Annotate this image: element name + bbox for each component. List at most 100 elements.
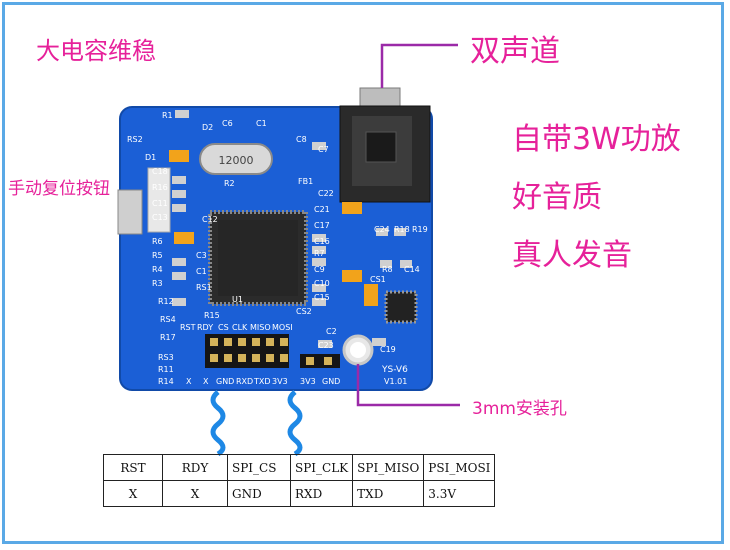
component-label: RS4 — [160, 315, 176, 324]
board-version: V1.01 — [384, 377, 407, 386]
component-label: C3 — [196, 251, 207, 260]
capacitor-orange — [174, 232, 194, 244]
component-label: R8 — [382, 265, 393, 274]
table-row: RST RDY SPI_CS SPI_CLK SPI_MISO PSI_MOSI — [103, 454, 496, 481]
amp-chip — [384, 290, 418, 324]
component-label: CS1 — [370, 275, 386, 284]
pin-label: X — [186, 377, 192, 386]
component-label: C2 — [326, 327, 337, 336]
pinout-table: RST RDY SPI_CS SPI_CLK SPI_MISO PSI_MOSI… — [103, 454, 496, 507]
power-pin-label: 3V3 — [300, 377, 316, 386]
pin-label: RDY — [197, 323, 213, 332]
capacitor-label: 大电容维稳 — [36, 37, 156, 65]
amp-label: 自带3W功放 — [512, 122, 681, 157]
component-label: C18 — [152, 167, 168, 176]
component-label: C19 — [380, 345, 396, 354]
table-cell: X — [103, 480, 163, 507]
table-cell: RST — [103, 454, 163, 481]
table-cell: RDY — [162, 454, 228, 481]
component-label: RS3 — [158, 353, 174, 362]
component-label: R4 — [152, 265, 163, 274]
component-label: C10 — [314, 279, 330, 288]
component-label: C24 — [374, 225, 390, 234]
component-label: R15 — [204, 311, 220, 320]
component-label: C14 — [404, 265, 420, 274]
wire-right — [287, 390, 303, 457]
pin-label: MOSI — [272, 323, 293, 332]
component-label: R3 — [152, 279, 163, 288]
component-label: C13 — [152, 213, 168, 222]
voice-label: 真人发音 — [512, 238, 632, 273]
component-label: R17 — [160, 333, 176, 342]
pin-label: CS — [218, 323, 229, 332]
table-row: X X GND RXD TXD 3.3V — [103, 480, 496, 507]
reset-button-part — [117, 167, 171, 235]
component-label: C9 — [314, 265, 325, 274]
component-label: CS2 — [296, 307, 312, 316]
component-label: C1 — [256, 119, 267, 128]
component-label: C12 — [202, 215, 218, 224]
component-label: C16 — [314, 237, 330, 246]
callout-line-stereo — [380, 43, 458, 88]
component-label: R7 — [314, 249, 325, 258]
smd-resistors — [172, 110, 412, 348]
component-label: R2 — [224, 179, 235, 188]
component-label: R12 — [158, 297, 174, 306]
component-label: D2 — [202, 123, 213, 132]
hole-label: 3mm安装孔 — [472, 399, 567, 419]
pin-label: X — [203, 377, 209, 386]
component-label: C22 — [318, 189, 334, 198]
component-label: C7 — [318, 145, 329, 154]
crystal-oscillator: 12000 — [199, 143, 273, 175]
wire-left — [210, 390, 226, 457]
component-label: RS1 — [196, 283, 212, 292]
table-cell: X — [162, 480, 228, 507]
table-cell: GND — [227, 480, 291, 507]
audio-jack-icon — [339, 87, 431, 203]
component-label: R5 — [152, 251, 163, 260]
border-frame — [2, 2, 724, 544]
component-label: R14 — [158, 377, 174, 386]
pin-label: MISO — [250, 323, 271, 332]
component-label: C23 — [318, 341, 334, 350]
component-label: R16 — [152, 183, 168, 192]
pin-label: 3V3 — [272, 377, 288, 386]
pin-label: RXD — [236, 377, 253, 386]
pin-label: GND — [216, 377, 234, 386]
table-cell: SPI_MISO — [352, 454, 425, 481]
callout-line-hole — [356, 364, 460, 407]
component-label: C17 — [314, 221, 330, 230]
pin-label: CLK — [232, 323, 248, 332]
component-label: U1 — [232, 295, 243, 304]
component-label: R18 — [394, 225, 410, 234]
pin-label: TXD — [253, 377, 271, 386]
component-label: D1 — [145, 153, 156, 162]
stereo-label: 双声道 — [470, 34, 560, 69]
table-cell: TXD — [352, 480, 425, 507]
component-label: R19 — [412, 225, 428, 234]
mcu-chip — [208, 210, 308, 306]
component-label: C1 — [196, 267, 207, 276]
component-label: R6 — [152, 237, 163, 246]
table-cell: SPI_CLK — [289, 454, 354, 481]
board-name: YS-V6 — [381, 365, 408, 375]
component-label: C8 — [296, 135, 307, 144]
capacitor-orange — [342, 270, 362, 282]
table-cell: RXD — [289, 480, 354, 507]
pin-header — [205, 334, 340, 368]
reset-label: 手动复位按钮 — [8, 179, 110, 199]
capacitor-orange — [169, 150, 189, 162]
capacitor-orange — [342, 202, 362, 214]
component-label: C21 — [314, 205, 330, 214]
component-labels-left: R1R2RS2D1D2C18R16C11C13R6R5R4R3R12RS4R17… — [127, 111, 235, 386]
table-cell: SPI_CS — [227, 454, 291, 481]
component-label: RS2 — [127, 135, 143, 144]
capacitor-orange — [364, 284, 378, 306]
component-label: R11 — [158, 365, 174, 374]
table-cell: PSI_MOSI — [423, 454, 496, 481]
